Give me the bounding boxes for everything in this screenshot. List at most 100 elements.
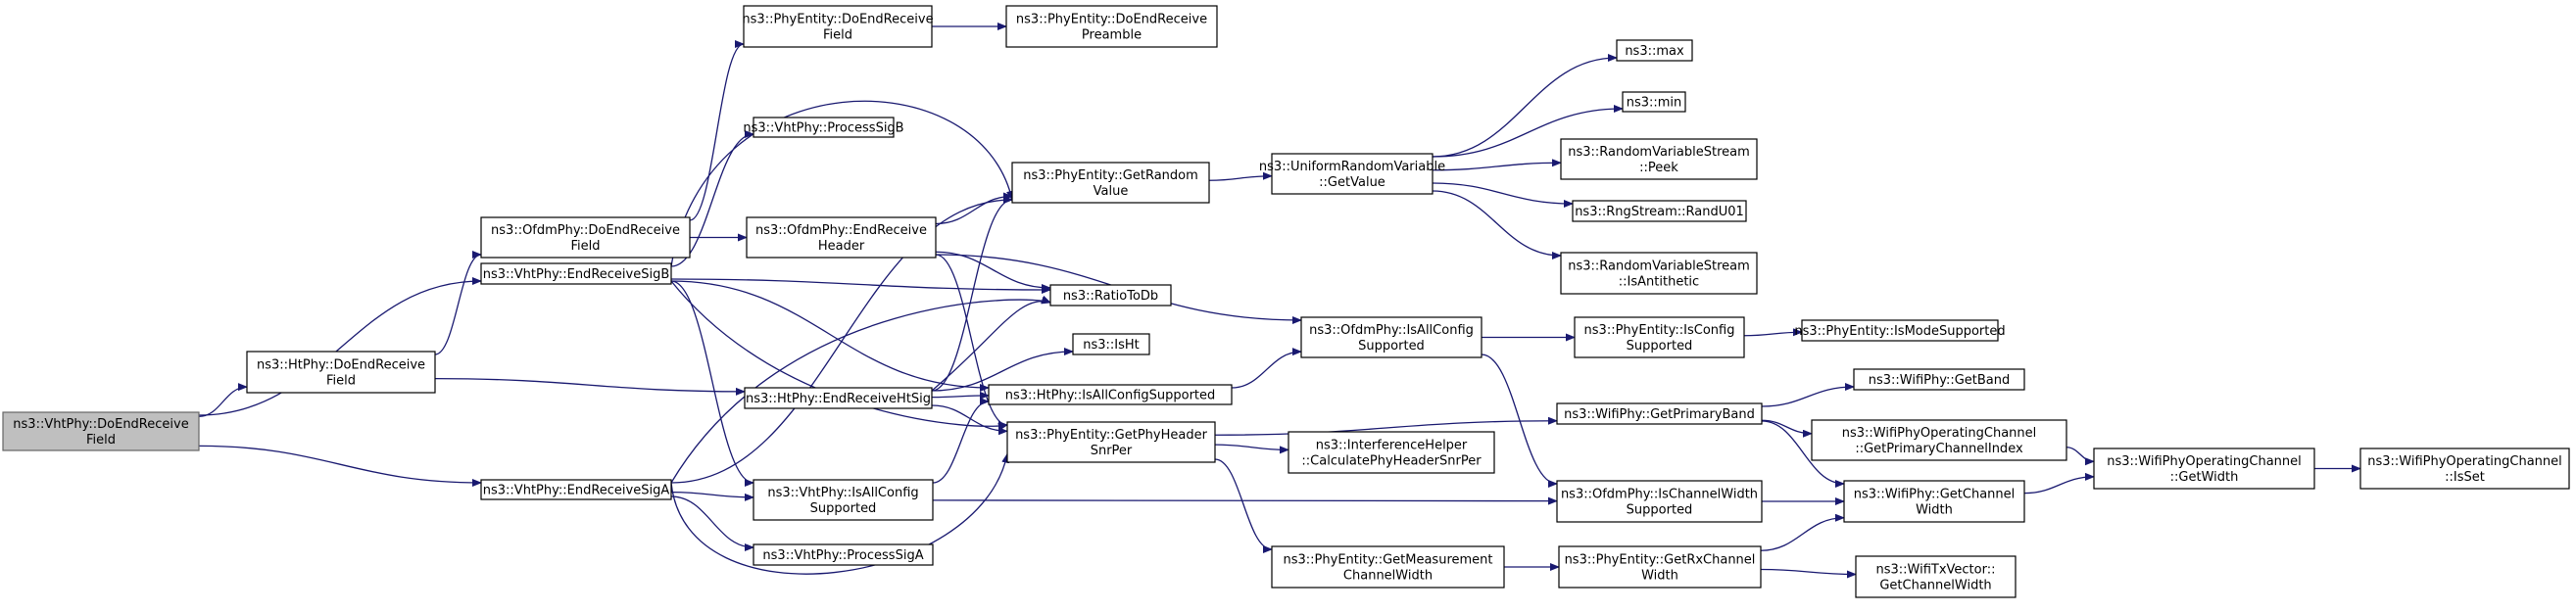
node-box [753,479,934,521]
edge-n2-n12 [670,100,1014,267]
node-label-line: ns3::PhyEntity::GetRandom [1023,168,1198,183]
node-box [753,543,934,566]
edge-n18-n28 [1481,354,1558,488]
graph-node-n34[interactable]: ns3::WifiTxVector::GetChannelWidth [1855,555,2017,598]
node-label-line: ::GetPrimaryChannelIndex [1855,442,2023,456]
node-label-line: ns3::WifiTxVector:: [1875,563,1995,578]
node-box [1006,421,1216,463]
graph-node-n33[interactable]: ns3::WifiPhy::GetChannelWidth [1843,480,2025,523]
node-box [1560,138,1758,180]
graph-node-n15[interactable]: ns3::HtPhy::IsAllConfigSupported [988,384,1233,405]
node-box [1556,480,1763,523]
node-box [1011,162,1210,204]
edge-n17-n22 [1432,105,1624,158]
edge-n16-n27 [1214,416,1558,436]
edge-n17-n23 [1432,159,1562,171]
node-label-line: SnrPer [1091,444,1133,458]
graph-node-n30[interactable]: ns3::PhyEntity::IsModeSupported [1794,319,2006,342]
edge-n29-n34 [1760,568,1857,579]
graph-node-n35[interactable]: ns3::WifiPhyOperatingChannel::GetWidth [2093,448,2315,490]
node-label-line: Width [1641,569,1678,584]
node-label-line: ::CalculatePhyHeaderSnrPer [1301,454,1482,469]
graph-node-n17[interactable]: ns3::UniformRandomVariable::GetValue [1259,153,1445,195]
graph-node-n20[interactable]: ns3::PhyEntity::GetMeasurementChannelWid… [1271,545,1505,589]
node-label-line: ns3::PhyEntity::GetPhyHeader [1015,428,1208,443]
edge-n1-n4 [434,251,482,355]
node-box [480,479,672,500]
graph-node-n23[interactable]: ns3::RandomVariableStream::Peek [1560,138,1758,180]
node-label-line: ns3::PhyEntity::IsConfig [1584,323,1735,338]
node-label-line: ns3::OfdmPhy::DoEndReceive [491,223,680,238]
node-box [1843,480,2025,523]
node-label-line: GetChannelWidth [1879,579,1991,593]
graph-node-n3[interactable]: ns3::VhtPhy::EndReceiveSigA [480,479,672,500]
edge-n8-n16 [935,254,1008,429]
node-box [1271,545,1505,589]
edge-n9-n15 [932,398,990,484]
edge-n5-n14 [931,348,1074,392]
node-box [1072,333,1150,355]
node-box [1556,402,1763,425]
graph-node-n31[interactable]: ns3::WifiPhy::GetBand [1853,368,2025,391]
edge-n5-n13 [931,296,1051,392]
node-label-line: ns3::RatioToDb [1063,289,1158,304]
graph-node-n27[interactable]: ns3::WifiPhy::GetPrimaryBand [1556,402,1763,425]
node-box [1616,39,1693,62]
edge-n16-n20 [1214,458,1273,553]
graph-node-n5[interactable]: ns3::HtPhy::EndReceiveHtSig [744,387,933,409]
node-label-line: Field [326,374,356,389]
node-box [1558,545,1762,589]
graph-node-n19[interactable]: ns3::InterferenceHelper::CalculatePhyHea… [1288,431,1495,474]
node-box [1622,91,1686,113]
edge-n5-n16 [931,404,1008,436]
graph-node-n7[interactable]: ns3::VhtPhy::ProcessSigB [743,117,904,138]
edge-n3-n9 [670,491,754,501]
node-label-line: ::IsAntithetic [1619,275,1699,290]
edge-n2-n15 [670,280,990,392]
graph-node-n22[interactable]: ns3::min [1622,91,1686,113]
node-label-line: ns3::RandomVariableStream [1568,259,1750,274]
edge-n17-n24 [1432,182,1574,208]
node-label-line: ns3::OfdmPhy::EndReceive [755,223,927,238]
graph-node-n14[interactable]: ns3::IsHt [1072,333,1150,355]
graph-node-n32[interactable]: ns3::WifiPhyOperatingChannel::GetPrimary… [1811,419,2067,461]
edge-n8-n12 [935,192,1013,225]
edge-n0-n3 [198,445,482,487]
node-label-line: ns3::WifiPhyOperatingChannel [2107,454,2302,469]
node-label-line: ns3::WifiPhy::GetChannel [1854,488,2016,502]
node-box [1288,431,1495,474]
edge-n2-n9 [670,280,754,487]
node-label-line: Header [818,239,865,254]
graph-node-n18[interactable]: ns3::OfdmPhy::IsAllConfigSupported [1300,316,1482,358]
node-box [1853,368,2025,391]
node-box [1300,316,1482,358]
graph-node-n9[interactable]: ns3::VhtPhy::IsAllConfigSupported [753,479,934,521]
graph-node-n10[interactable]: ns3::VhtPhy::ProcessSigA [753,543,934,566]
edge-n12-n17 [1208,171,1273,181]
edge-n17-n25 [1432,190,1562,259]
graph-node-n21[interactable]: ns3::max [1616,39,1693,62]
node-label-line: ::Peek [1639,161,1678,175]
edge-n16-n19 [1214,444,1289,454]
node-label-line: ns3::WifiPhyOperatingChannel [2367,454,2562,469]
graph-node-n36[interactable]: ns3::WifiPhyOperatingChannel::IsSet [2359,448,2570,490]
graph-node-n2[interactable]: ns3::VhtPhy::EndReceiveSigB [480,262,672,285]
graph-node-n25[interactable]: ns3::RandomVariableStream::IsAntithetic [1560,252,1758,295]
node-label-line: ns3::WifiPhy::GetPrimaryBand [1564,407,1755,422]
graph-node-n13[interactable]: ns3::RatioToDb [1049,284,1172,306]
edge-n3-n10 [670,495,754,551]
node-label-line: Supported [1358,339,1425,354]
graph-node-n24[interactable]: ns3::RngStream::RandU01 [1572,200,1747,222]
